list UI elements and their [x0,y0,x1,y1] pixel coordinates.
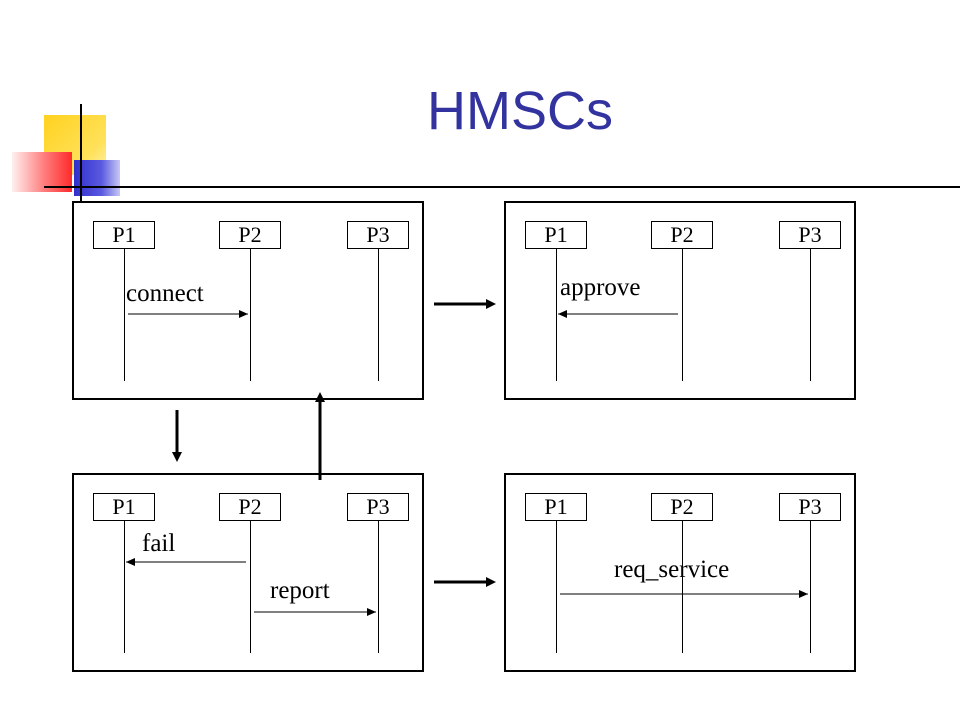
lifeline-p3 [810,521,811,653]
arrowhead [799,590,808,598]
decor-horizontal-line [44,186,960,188]
message-label-req-service: req_service [614,556,730,583]
panel-top-left: P1 P2 P3 connect [72,201,424,400]
process-box-p1: P1 [93,493,155,521]
connector-arrowhead [486,577,496,587]
lifeline-p2 [682,521,683,653]
process-box-p3: P3 [347,221,409,249]
process-box-p2: P2 [651,493,713,521]
message-label-report: report [270,577,330,604]
connector-arrowhead [486,299,496,309]
process-box-p3: P3 [779,221,841,249]
lifeline-p3 [378,249,379,381]
panel-bottom-right: P1 P2 P3 req_service [504,473,856,672]
process-box-p2: P2 [219,221,281,249]
process-box-p3: P3 [779,493,841,521]
lifeline-p1 [556,249,557,381]
process-box-p2: P2 [219,493,281,521]
panel-bottom-left: P1 P2 P3 fail report [72,473,424,672]
lifeline-p2 [250,249,251,381]
message-arrows [126,558,376,616]
process-box-p3: P3 [347,493,409,521]
message-arrows [558,310,678,318]
message-label-approve: approve [560,274,641,301]
panel-top-right: P1 P2 P3 approve [504,201,856,400]
lifeline-p2 [682,249,683,381]
arrowhead [239,310,248,318]
lifeline-p3 [378,521,379,653]
lifeline-p1 [124,521,125,653]
connector-arrowhead [172,452,182,462]
arrowhead [126,558,135,566]
lifeline-p1 [556,521,557,653]
message-arrows [560,590,808,598]
slide-title: HMSCs [427,81,613,141]
process-box-p1: P1 [525,493,587,521]
process-box-p2: P2 [651,221,713,249]
decor-vertical-line [80,104,82,214]
arrowhead [367,608,376,616]
message-label-fail: fail [142,530,176,557]
arrowhead [558,310,567,318]
decor-red-square [12,152,72,192]
process-box-p1: P1 [93,221,155,249]
lifeline-p3 [810,249,811,381]
connector-arrowhead [315,392,325,402]
process-box-p1: P1 [525,221,587,249]
message-arrows [128,310,248,318]
message-label-connect: connect [126,280,204,307]
lifeline-p2 [250,521,251,653]
lifeline-p1 [124,249,125,381]
